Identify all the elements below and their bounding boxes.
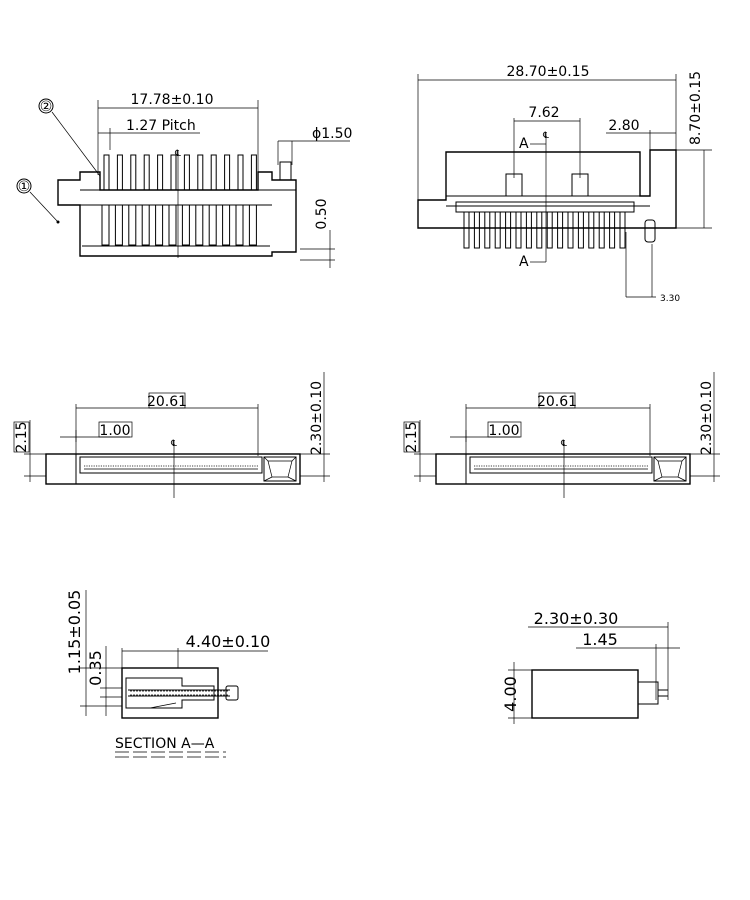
side-pins: [463, 211, 626, 249]
side-pin: [473, 211, 480, 249]
front-pin-top: [103, 154, 110, 191]
end-dim-width: 2.30±0.30: [534, 609, 619, 628]
section-view: 1.15±0.05 0.35 4.40±0.10 SECTION A—A: [65, 590, 271, 758]
front-pin-top: [237, 154, 244, 191]
side-pin: [536, 211, 543, 249]
bl-dim-height-left: 2.15: [14, 421, 30, 452]
front-pin-top: [116, 154, 123, 191]
front-centerline-symbol: ℄: [174, 149, 181, 159]
front-pin-bottom: [208, 204, 217, 246]
front-pin-bottom: [114, 204, 123, 246]
front-pins-bottom: [101, 204, 257, 246]
side-pin: [525, 211, 532, 249]
br-housing: [435, 453, 691, 485]
bottom-view-left: 20.61 1.00 2.15 2.30±0.10 ℄: [13, 372, 330, 498]
section-housing: [121, 667, 219, 719]
callout-1-leader: [29, 191, 59, 223]
dim-side-height-label: 8.70±0.15: [688, 71, 704, 145]
side-pin-strip: [455, 201, 635, 213]
end-dim-inner: 1.45: [582, 630, 618, 649]
front-view: ② ① 17.78±0.10 1.27 Pitch ϕ1.50 0.50: [16, 92, 352, 268]
end-dim-height: 4.00: [501, 676, 520, 712]
section-mark-bottom: A: [519, 254, 529, 270]
callout-1-circle: [16, 178, 32, 194]
side-centerline-symbol: ℄: [542, 131, 549, 141]
side-pin: [463, 211, 470, 249]
br-dim-inset: 1.00: [488, 423, 519, 439]
side-pin: [598, 211, 605, 249]
br-dim-length: 20.61: [537, 394, 577, 410]
front-pin-bottom: [128, 204, 137, 246]
side-pin: [557, 211, 564, 249]
side-view: 28.70±0.15 8.70±0.15 7.62 2.80 ℄ A A: [417, 64, 712, 304]
front-pin-bottom: [141, 204, 150, 246]
front-pin-top: [170, 154, 177, 191]
section-dim-slot: 0.35: [86, 650, 105, 686]
br-centerline: ℄: [560, 439, 567, 449]
front-pin-top: [210, 154, 217, 191]
section-dim-depth: 4.40±0.10: [186, 632, 271, 651]
front-pin-bottom: [155, 204, 164, 246]
section-peg: [225, 685, 239, 701]
side-pin: [588, 211, 595, 249]
front-pin-top: [197, 154, 204, 191]
side-pin: [484, 211, 491, 249]
bl-dim-length: 20.61: [147, 394, 187, 410]
front-peg: [279, 161, 292, 181]
callout-2-leader: [51, 111, 101, 177]
front-pin-top: [224, 154, 231, 191]
bottom-view-right: 20.61 1.00 2.15 2.30±0.10 ℄: [403, 372, 720, 498]
side-standoff-right: [571, 173, 589, 197]
side-pin: [609, 211, 616, 249]
section-dim-height: 1.15±0.05: [65, 590, 84, 675]
dim-tail-label: 3.30: [660, 294, 680, 304]
end-housing: [531, 669, 639, 719]
br-dim-height-right: 2.30±0.10: [699, 381, 715, 455]
front-housing: [57, 171, 297, 257]
front-pin-top: [143, 154, 150, 191]
front-pins-top: [103, 154, 257, 191]
dim-peg-spacing-label: 7.62: [528, 105, 559, 121]
end-view: 2.30±0.30 1.45 4.00: [501, 609, 680, 724]
dim-width-label: 17.78±0.10: [131, 92, 214, 108]
front-pin-bottom: [101, 204, 110, 246]
side-standoff-left: [505, 173, 523, 197]
front-pin-bottom: [222, 204, 231, 246]
callout-1-dot: [56, 220, 60, 224]
front-pin-top: [157, 154, 164, 191]
dim-peg-len-label: 0.50: [314, 198, 330, 229]
dim-pitch-label: 1.27 Pitch: [126, 118, 196, 134]
front-pin-bottom: [235, 204, 244, 246]
bl-dim-height-right: 2.30±0.10: [309, 381, 325, 455]
br-dim-height-left: 2.15: [404, 421, 420, 452]
bl-centerline: ℄: [170, 439, 177, 449]
dim-side-width-label: 28.70±0.15: [507, 64, 590, 80]
front-pin-bottom: [181, 204, 190, 246]
side-pin: [577, 211, 584, 249]
side-pin: [505, 211, 512, 249]
side-pin: [494, 211, 501, 249]
side-pin: [619, 211, 626, 249]
side-pin: [567, 211, 574, 249]
section-title: SECTION A—A: [115, 736, 215, 752]
bl-dim-inset: 1.00: [99, 423, 130, 439]
front-pin-bottom: [195, 204, 204, 246]
front-pin-bottom: [168, 204, 177, 246]
section-mark-top: A: [519, 136, 529, 152]
bl-housing: [45, 453, 301, 485]
callout-2-circle: [38, 98, 54, 114]
dim-peg-dia-label: ϕ1.50: [312, 126, 352, 142]
front-pin-top: [130, 154, 137, 191]
side-pin: [546, 211, 553, 249]
side-peg: [644, 219, 656, 243]
dim-offset-label: 2.80: [608, 118, 639, 134]
front-pin-top: [183, 154, 190, 191]
callout-2-label: ②: [40, 99, 53, 115]
callout-1-label: ①: [18, 179, 31, 195]
front-pin-bottom: [248, 204, 257, 246]
front-pin-top: [250, 154, 257, 191]
side-pin: [515, 211, 522, 249]
